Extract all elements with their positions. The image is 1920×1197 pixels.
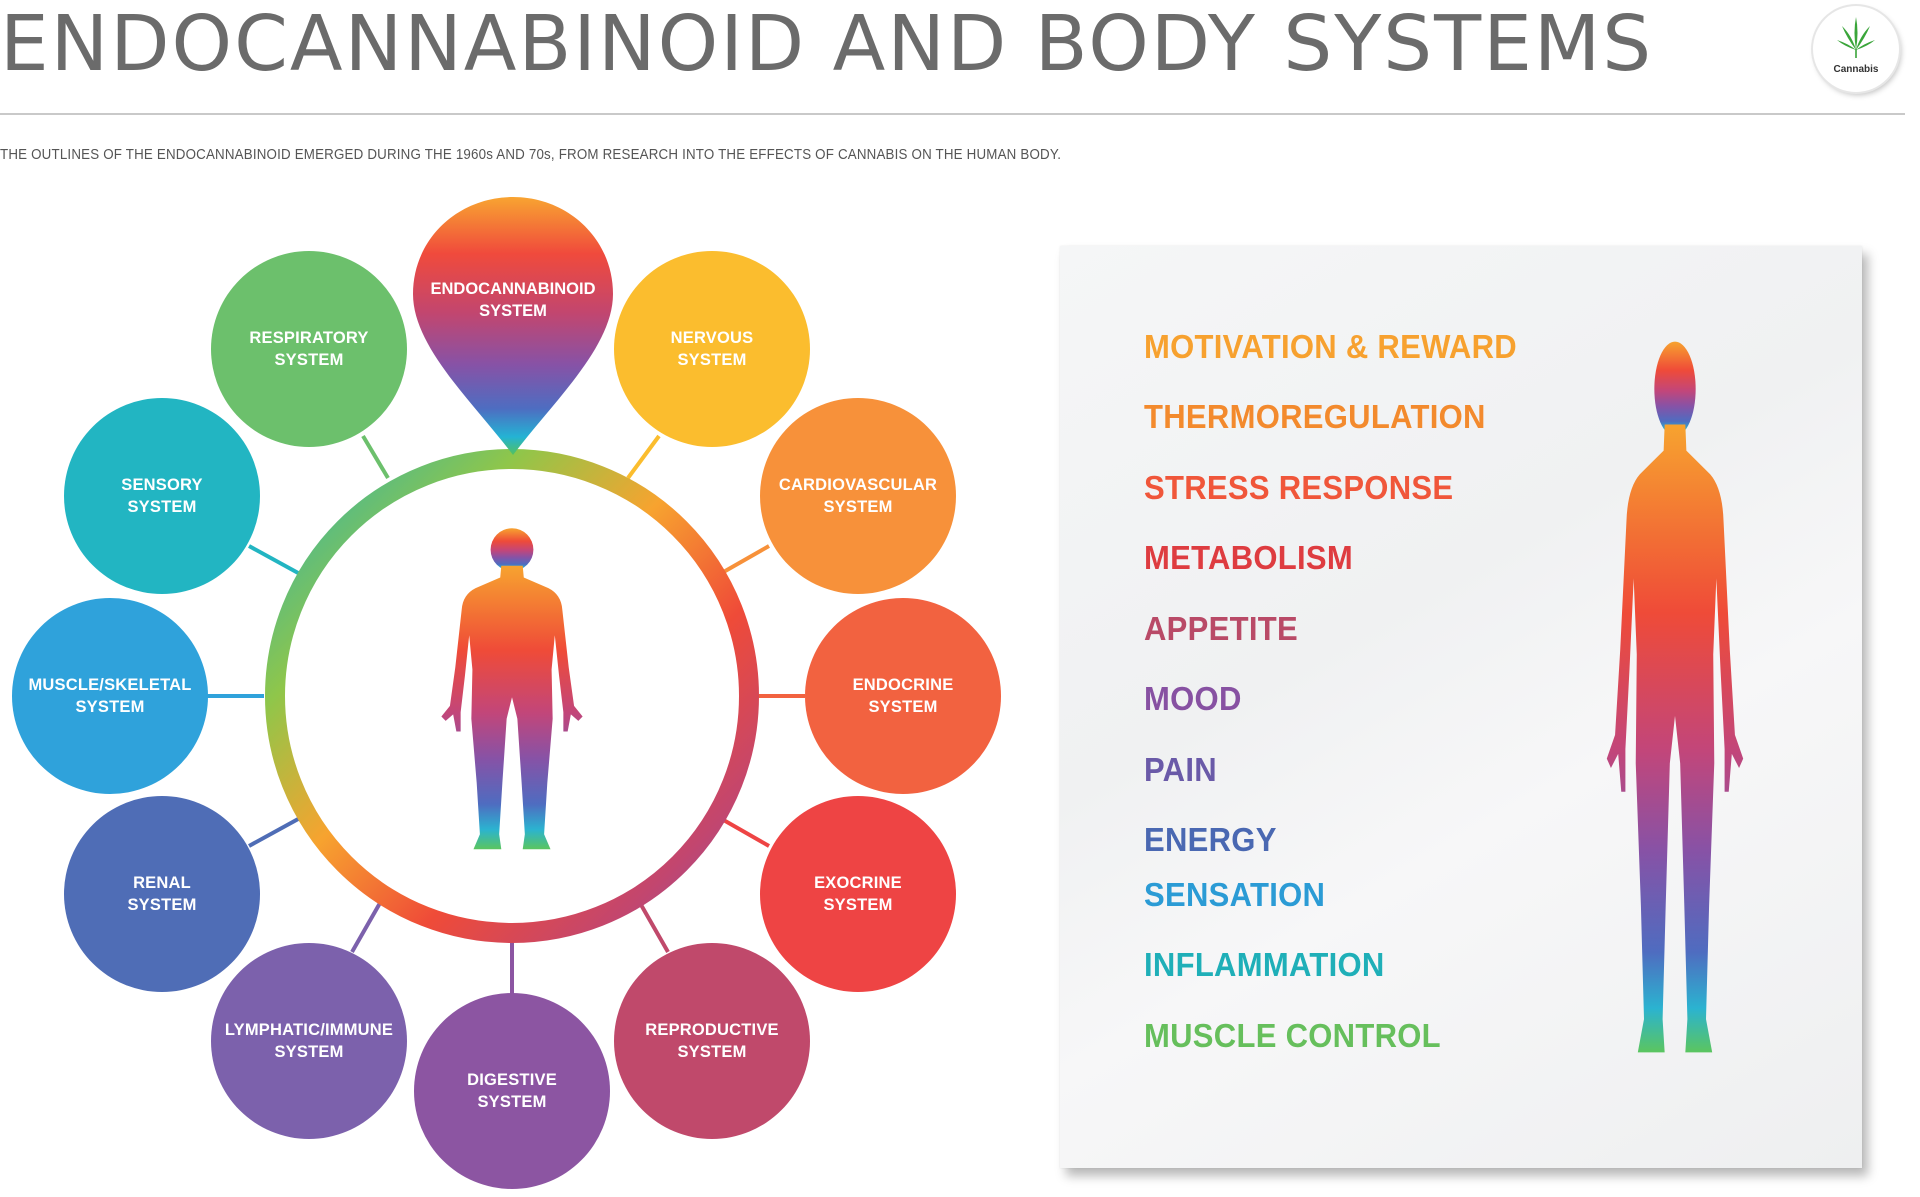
node-label: MUSCLE/SKELETAL SYSTEM [28,676,192,716]
connector-exocrine [719,816,770,848]
node-digestive-system: DIGESTIVE SYSTEM [414,993,610,1189]
effect-mood: MOOD [1144,680,1242,717]
node-nervous-system: NERVOUS SYSTEM [614,251,810,447]
effect-muscle-control: MUSCLE CONTROL [1144,1017,1441,1054]
node-label: EXOCRINE SYSTEM [814,874,902,914]
node-reproductive-system: REPRODUCTIVE SYSTEM [614,943,810,1139]
subtitle: THE OUTLINES OF THE ENDOCANNABINOID EMER… [0,147,1062,163]
node-label: RESPIRATORY SYSTEM [249,329,369,369]
node-label: SENSORY SYSTEM [121,476,203,516]
node-label: NERVOUS SYSTEM [670,329,754,369]
connector-lines [207,434,805,995]
effect-appetite: APPETITE [1144,610,1298,647]
connector-lymphatic [350,902,382,953]
node-cardiovascular-system: CARDIOVASCULAR SYSTEM [760,398,956,594]
cannabis-logo: Cannabis [1813,6,1899,92]
effect-stress-response: STRESS RESPONSE [1144,469,1454,506]
node-lymphatic-immune-system: LYMPHATIC/IMMUNE SYSTEM [211,943,407,1139]
effect-thermoregulation: THERMOREGULATION [1144,398,1486,435]
effect-energy: ENERGY [1144,821,1277,858]
node-label: LYMPHATIC/IMMUNE SYSTEM [224,1021,394,1061]
node-endocrine-system: ENDOCRINE SYSTEM [805,598,1001,794]
effect-motivation-reward: MOTIVATION & REWARD [1144,328,1517,365]
node-renal-system: RENAL SYSTEM [64,796,260,992]
node-sensory-system: SENSORY SYSTEM [64,398,260,594]
effect-sensation: SENSATION [1144,876,1326,913]
node-respiratory-system: RESPIRATORY SYSTEM [211,251,407,447]
connector-renal [248,816,301,848]
node-label: CARDIOVASCULAR SYSTEM [778,476,938,516]
cannabis-leaf-icon [1837,17,1875,58]
node-label: DIGESTIVE SYSTEM [467,1071,557,1111]
connector-sensory [248,544,301,576]
effect-pain: PAIN [1144,751,1217,788]
system-diagram [207,434,805,995]
logo-label: Cannabis [1833,64,1879,75]
connector-cardiovascular [719,544,770,576]
endocannabinoid-pin [413,197,613,455]
connector-nervous [626,434,661,480]
node-label: RENAL SYSTEM [127,874,197,914]
node-label: ENDOCRINE SYSTEM [852,676,954,716]
effect-inflammation: INFLAMMATION [1144,946,1385,983]
page-title: ENDOCANNABINOID AND BODY SYSTEMS [0,0,1654,89]
large-human-body-icon [1606,341,1744,1053]
node-exocrine-system: EXOCRINE SYSTEM [760,796,956,992]
node-muscle-skeletal-system: MUSCLE/SKELETAL SYSTEM [12,598,208,794]
connector-respiratory [361,434,390,480]
title-divider [0,113,1905,115]
endocannabinoid-system-label: ENDOCANNABINOID SYSTEM [430,280,596,320]
node-label: REPRODUCTIVE SYSTEM [645,1021,779,1061]
connector-reproductive [638,902,670,953]
effect-metabolism: METABOLISM [1144,539,1354,576]
